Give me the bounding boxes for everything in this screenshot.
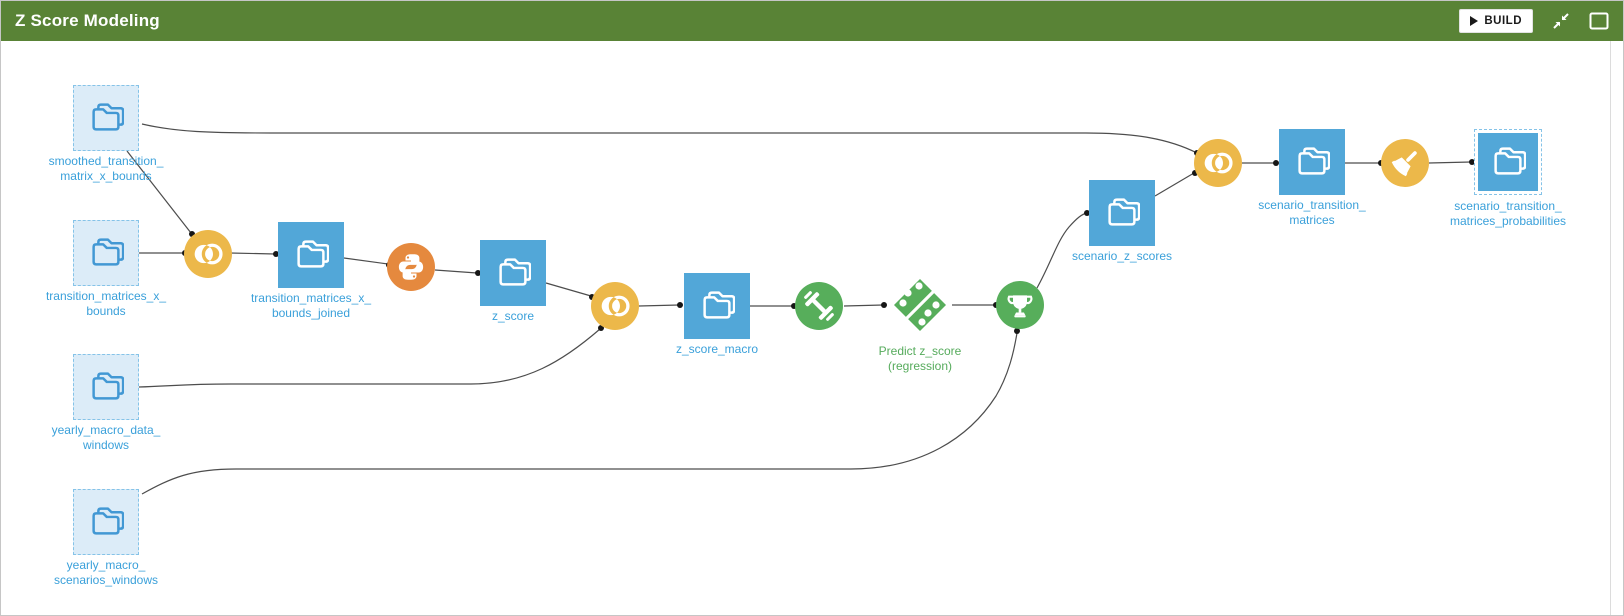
- canvas-right-divider: [1610, 41, 1611, 615]
- dataset-scenario_transition_matrices_probabilities[interactable]: [1474, 129, 1542, 195]
- dataset-z_score_macro[interactable]: [684, 273, 750, 339]
- folder-icon: [92, 372, 124, 400]
- flow-canvas[interactable]: smoothed_transition_matrix_x_bounds tran…: [1, 41, 1623, 615]
- folder-icon: [1298, 147, 1330, 175]
- folder-icon: [92, 238, 124, 266]
- folder-icon: [297, 240, 329, 268]
- dataset-inner-box: [1478, 133, 1538, 191]
- python-recipe[interactable]: [387, 243, 435, 291]
- folder-icon: [499, 258, 531, 286]
- dataset-transition_matrices_x_bounds[interactable]: [73, 220, 139, 286]
- train-recipe[interactable]: [795, 282, 843, 330]
- folder-icon: [703, 291, 735, 319]
- join-recipe-1[interactable]: [184, 230, 232, 278]
- page-title: Z Score Modeling: [15, 11, 160, 30]
- join-icon: [1204, 152, 1233, 174]
- collapse-arrows-icon[interactable]: [1551, 11, 1571, 31]
- dataset-transition_matrices_x_bounds_joined[interactable]: [278, 222, 344, 288]
- folder-icon: [1494, 147, 1526, 175]
- build-button[interactable]: BUILD: [1459, 9, 1533, 33]
- model-diamond-icon: [894, 279, 946, 331]
- dataset-z_score[interactable]: [480, 240, 546, 306]
- dataset-scenario_transition_matrices[interactable]: [1279, 129, 1345, 195]
- join-recipe-3[interactable]: [1194, 139, 1242, 187]
- python-icon: [398, 254, 424, 280]
- join-icon: [194, 243, 223, 265]
- trophy-icon: [1007, 295, 1033, 318]
- folder-icon: [92, 103, 124, 131]
- broom-icon: [1391, 151, 1417, 177]
- score-recipe[interactable]: [996, 281, 1044, 329]
- dumbbell-icon: [804, 291, 834, 321]
- dataset-scenario_z_scores[interactable]: [1089, 180, 1155, 246]
- saved-model-predict_z_score[interactable]: [888, 273, 952, 342]
- join-recipe-2[interactable]: [591, 282, 639, 330]
- build-button-label: BUILD: [1484, 15, 1522, 27]
- prepare-recipe[interactable]: [1381, 139, 1429, 187]
- folder-icon: [1108, 198, 1140, 226]
- dataset-yearly_macro_scenarios_windows[interactable]: [73, 489, 139, 555]
- join-icon: [601, 295, 630, 317]
- folder-icon: [92, 507, 124, 535]
- play-icon: [1470, 16, 1479, 26]
- dataset-smoothed_transition_matrix_x_bounds[interactable]: [73, 85, 139, 151]
- dataset-yearly_macro_data_windows[interactable]: [73, 354, 139, 420]
- window-icon[interactable]: [1589, 12, 1609, 30]
- flow-zone-header: Z Score Modeling BUILD: [1, 1, 1623, 41]
